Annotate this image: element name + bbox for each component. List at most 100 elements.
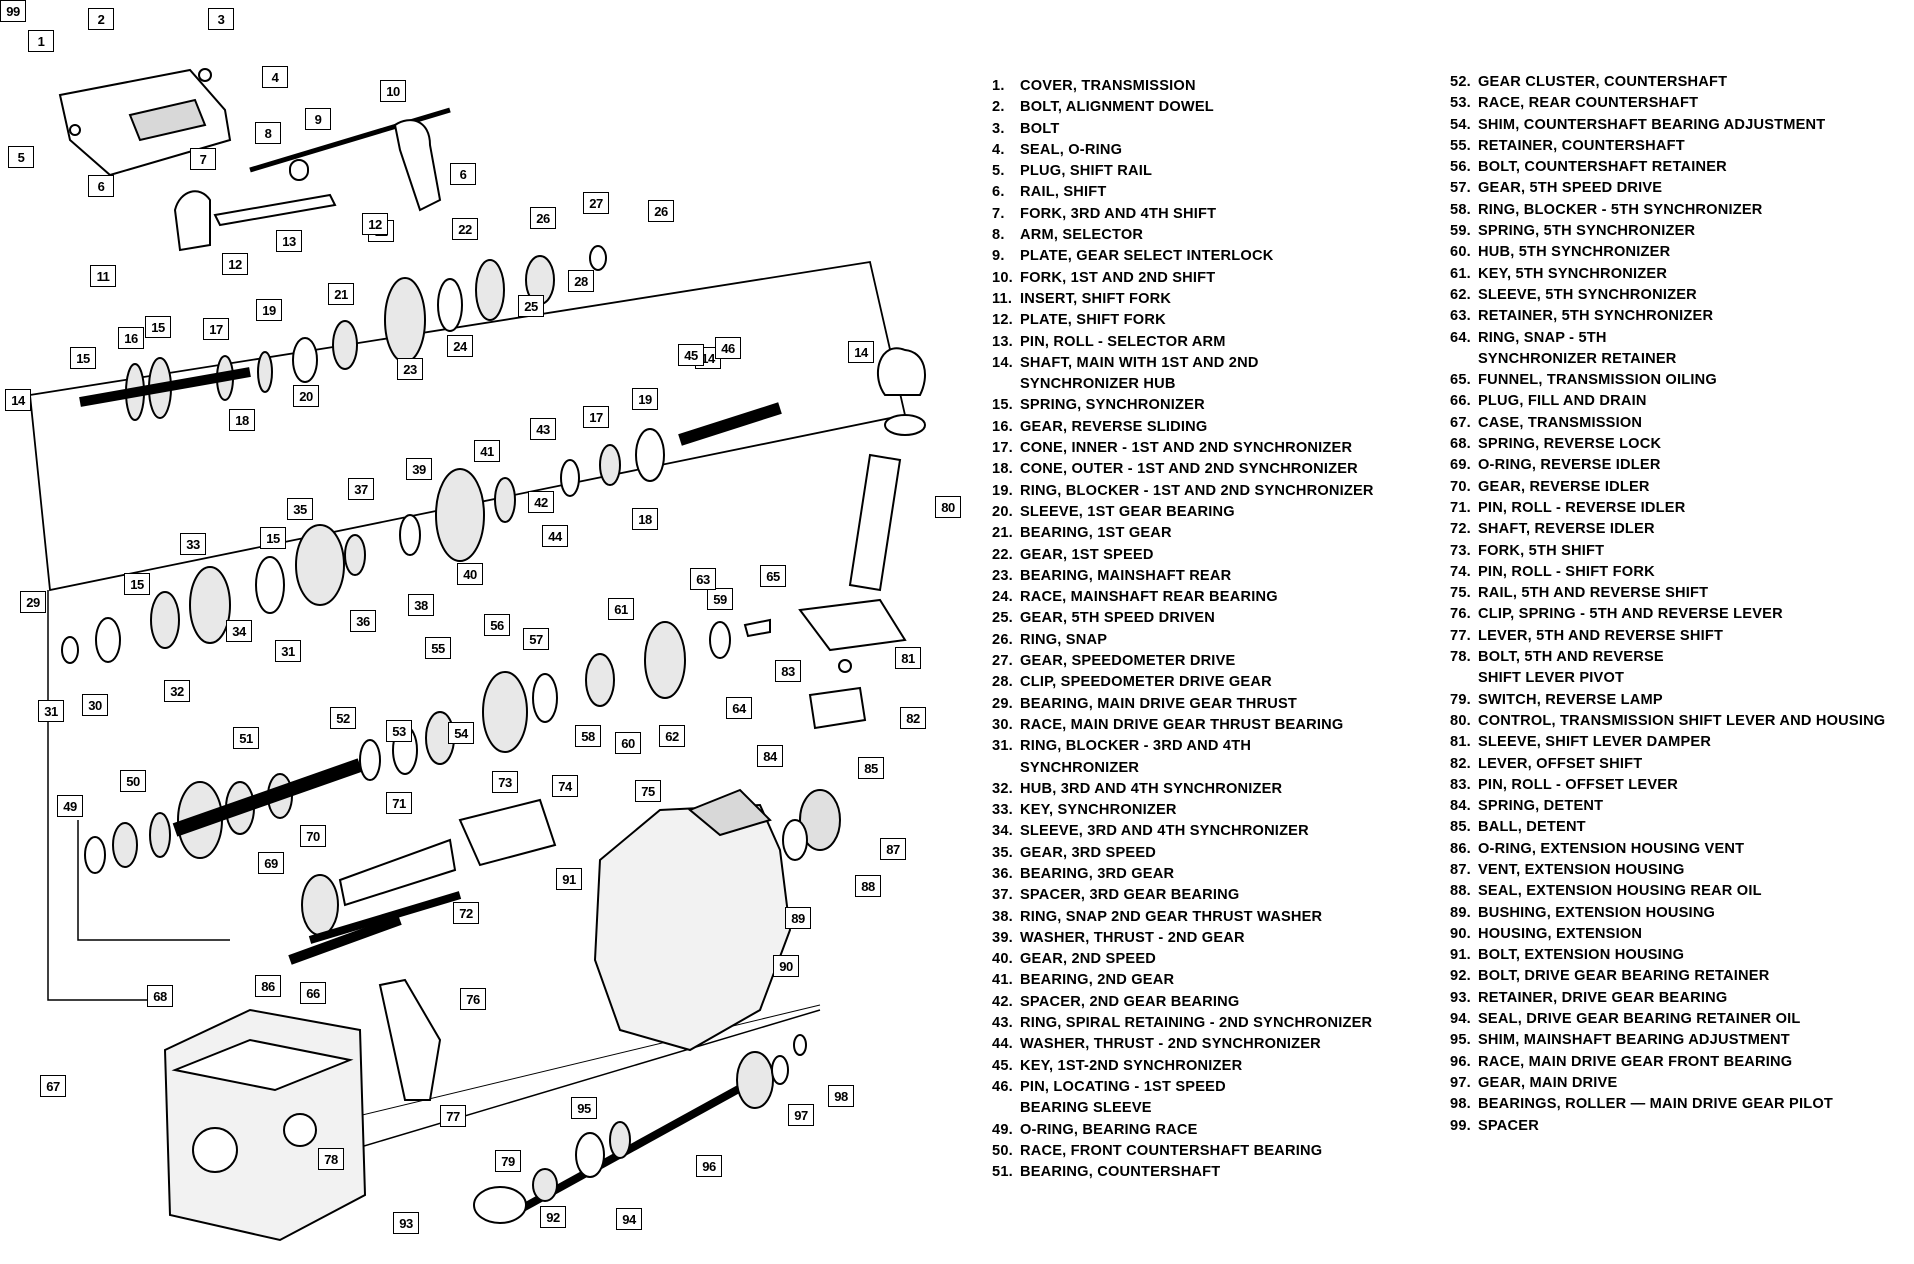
legend-item: 26.RING, SNAP	[992, 630, 1374, 651]
legend-item-text: SLEEVE, 1ST GEAR BEARING	[1020, 503, 1235, 520]
legend-item: 90.HOUSING, EXTENSION	[1450, 924, 1885, 945]
legend-item: 29. BEARING, MAIN DRIVE GEAR THRUST	[992, 694, 1374, 715]
legend-item: 63.RETAINER, 5TH SYNCHRONIZER	[1450, 306, 1885, 327]
legend-item-number: 67.	[1450, 414, 1471, 431]
legend-item-number: 87.	[1450, 861, 1471, 878]
legend-item-text: SLEEVE, 3RD AND 4TH SYNCHRONIZER	[1020, 823, 1309, 840]
legend-item-text: FORK, 1ST AND 2ND SHIFT	[1020, 269, 1216, 286]
part-callout: 70	[300, 825, 326, 847]
legend-item-text: RACE, REAR COUNTERSHAFT	[1478, 95, 1699, 112]
legend-item-number: 83.	[1450, 776, 1471, 793]
part-callout: 49	[57, 795, 83, 817]
part-callout: 53	[386, 720, 412, 742]
legend-item-text: SPACER, 2ND GEAR BEARING	[1020, 993, 1240, 1010]
legend-item: 39.WASHER, THRUST - 2ND GEAR	[992, 928, 1374, 949]
part-callout: 86	[255, 975, 281, 997]
legend-item-number: 39.	[992, 929, 1013, 946]
part-callout: 94	[616, 1208, 642, 1230]
legend-item-text: RACE, MAIN DRIVE GEAR THRUST BEARING	[1020, 716, 1344, 733]
legend-item-text: BEARING, MAIN DRIVE GEAR THRUST	[1020, 695, 1298, 712]
legend-item-number: 46.	[992, 1078, 1013, 1095]
legend-item: 6.RAIL, SHIFT	[992, 182, 1374, 203]
part-callout: 80	[935, 496, 961, 518]
legend-item-text: VENT, EXTENSION HOUSING	[1478, 861, 1685, 878]
legend-item: 3.BOLT	[992, 119, 1374, 140]
legend-item: 5.PLUG, SHIFT RAIL	[992, 161, 1374, 182]
legend-item-number: 8.	[992, 227, 1005, 244]
legend-item-number: 45.	[992, 1057, 1013, 1074]
legend-item-number: 28.	[992, 674, 1013, 691]
legend-item-number: 53.	[1450, 95, 1471, 112]
legend-item-text: RING, SNAP	[1020, 631, 1108, 648]
legend-item: 70.GEAR, REVERSE IDLER	[1450, 477, 1885, 498]
part-callout: 45	[678, 344, 704, 366]
part-callout: 3	[208, 8, 234, 30]
part-callout: 84	[757, 745, 783, 767]
part-callout: 64	[726, 697, 752, 719]
legend-item-number: 38.	[992, 908, 1013, 925]
legend-item-text: BEARINGS, ROLLER — MAIN DRIVE GEAR PILOT	[1478, 1096, 1834, 1113]
legend-item-text: RING, SPIRAL RETAINING - 2ND SYNCHRONIZE…	[1020, 1015, 1373, 1032]
legend-item-text: PLATE, GEAR SELECT INTERLOCK	[1020, 248, 1274, 265]
legend-item-text: SPACER	[1478, 1117, 1539, 1134]
legend-item-text: CONTROL, TRANSMISSION SHIFT LEVER AND HO…	[1478, 712, 1886, 729]
part-callout: 54	[448, 722, 474, 744]
part-callout: 72	[453, 902, 479, 924]
legend-item-number: 84.	[1450, 798, 1471, 815]
legend-item-number: 71.	[1450, 499, 1471, 516]
legend-item-number: 16.	[992, 418, 1013, 435]
legend-item-text: FORK, 3RD AND 4TH SHIFT	[1020, 205, 1217, 222]
legend-item-text: O-RING, REVERSE IDLER	[1478, 457, 1661, 474]
legend-item-text: BOLT, EXTENSION HOUSING	[1478, 947, 1685, 964]
legend-item-text: RAIL, SHIFT	[1020, 184, 1107, 201]
exploded-view-diagram: 1234567891011121361112262726282524232221…	[0, 0, 961, 1242]
legend-item-text: PLUG, SHIFT RAIL	[1020, 163, 1153, 180]
legend-item-text: RETAINER, DRIVE GEAR BEARING	[1478, 989, 1728, 1006]
legend-item-number: 29.	[992, 695, 1013, 712]
legend-item-text: BEARING, COUNTERSHAFT	[1020, 1164, 1221, 1181]
legend-item-number: 74.	[1450, 563, 1471, 580]
legend-item: 14.SHAFT, MAIN WITH 1ST AND 2ND SYNCHRON…	[992, 353, 1374, 396]
part-callout: 61	[608, 598, 634, 620]
legend-item-number: 33.	[992, 802, 1013, 819]
part-callout: 11	[90, 265, 116, 287]
legend-item: 73.FORK, 5TH SHIFT	[1450, 541, 1885, 562]
legend-item: 74.PIN, ROLL - SHIFT FORK	[1450, 562, 1885, 583]
legend-item-text: SHAFT, MAIN WITH 1ST AND 2ND SYNCHRONIZE…	[1020, 354, 1259, 393]
part-callout: 28	[568, 270, 594, 292]
legend-item: 66.PLUG, FILL AND DRAIN	[1450, 391, 1885, 412]
part-callout: 75	[635, 780, 661, 802]
part-callout: 14	[5, 389, 31, 411]
part-callout: 87	[880, 838, 906, 860]
legend-item-number: 69.	[1450, 457, 1471, 474]
part-callout: 67	[40, 1075, 66, 1097]
legend-item: 9.PLATE, GEAR SELECT INTERLOCK	[992, 246, 1374, 267]
legend-item-number: 95.	[1450, 1032, 1471, 1049]
legend-item-number: 89.	[1450, 904, 1471, 921]
legend-item: 34.SLEEVE, 3RD AND 4TH SYNCHRONIZER	[992, 821, 1374, 842]
legend-item-number: 49.	[992, 1121, 1013, 1138]
legend-item: 15.SPRING, SYNCHRONIZER	[992, 395, 1374, 416]
legend-item: 24.RACE, MAINSHAFT REAR BEARING	[992, 587, 1374, 608]
legend-item: 84.SPRING, DETENT	[1450, 796, 1885, 817]
part-callout: 55	[425, 637, 451, 659]
legend-item: 65.FUNNEL, TRANSMISSION OILING	[1450, 370, 1885, 391]
part-callout: 92	[540, 1206, 566, 1228]
legend-item: 43.RING, SPIRAL RETAINING - 2ND SYNCHRON…	[992, 1013, 1374, 1034]
legend-item-number: 37.	[992, 887, 1013, 904]
part-callout: 60	[615, 732, 641, 754]
legend-item-number: 68.	[1450, 436, 1471, 453]
legend-item: 98.BEARINGS, ROLLER — MAIN DRIVE GEAR PI…	[1450, 1094, 1885, 1115]
legend-item: 71.PIN, ROLL - REVERSE IDLER	[1450, 498, 1885, 519]
legend-item-number: 92.	[1450, 968, 1471, 985]
part-callout: 10	[380, 80, 406, 102]
legend-item-number: 24.	[992, 589, 1013, 606]
legend-item-text: SEAL, DRIVE GEAR BEARING RETAINER OIL	[1478, 1011, 1801, 1028]
legend-item-text: SEAL, EXTENSION HOUSING REAR OIL	[1478, 883, 1762, 900]
legend-item-number: 97.	[1450, 1074, 1471, 1091]
legend-item-text: CONE, OUTER - 1ST AND 2ND SYNCHRONIZER	[1020, 461, 1358, 478]
legend-item-number: 31.	[992, 738, 1013, 755]
part-callout: 14	[848, 341, 874, 363]
